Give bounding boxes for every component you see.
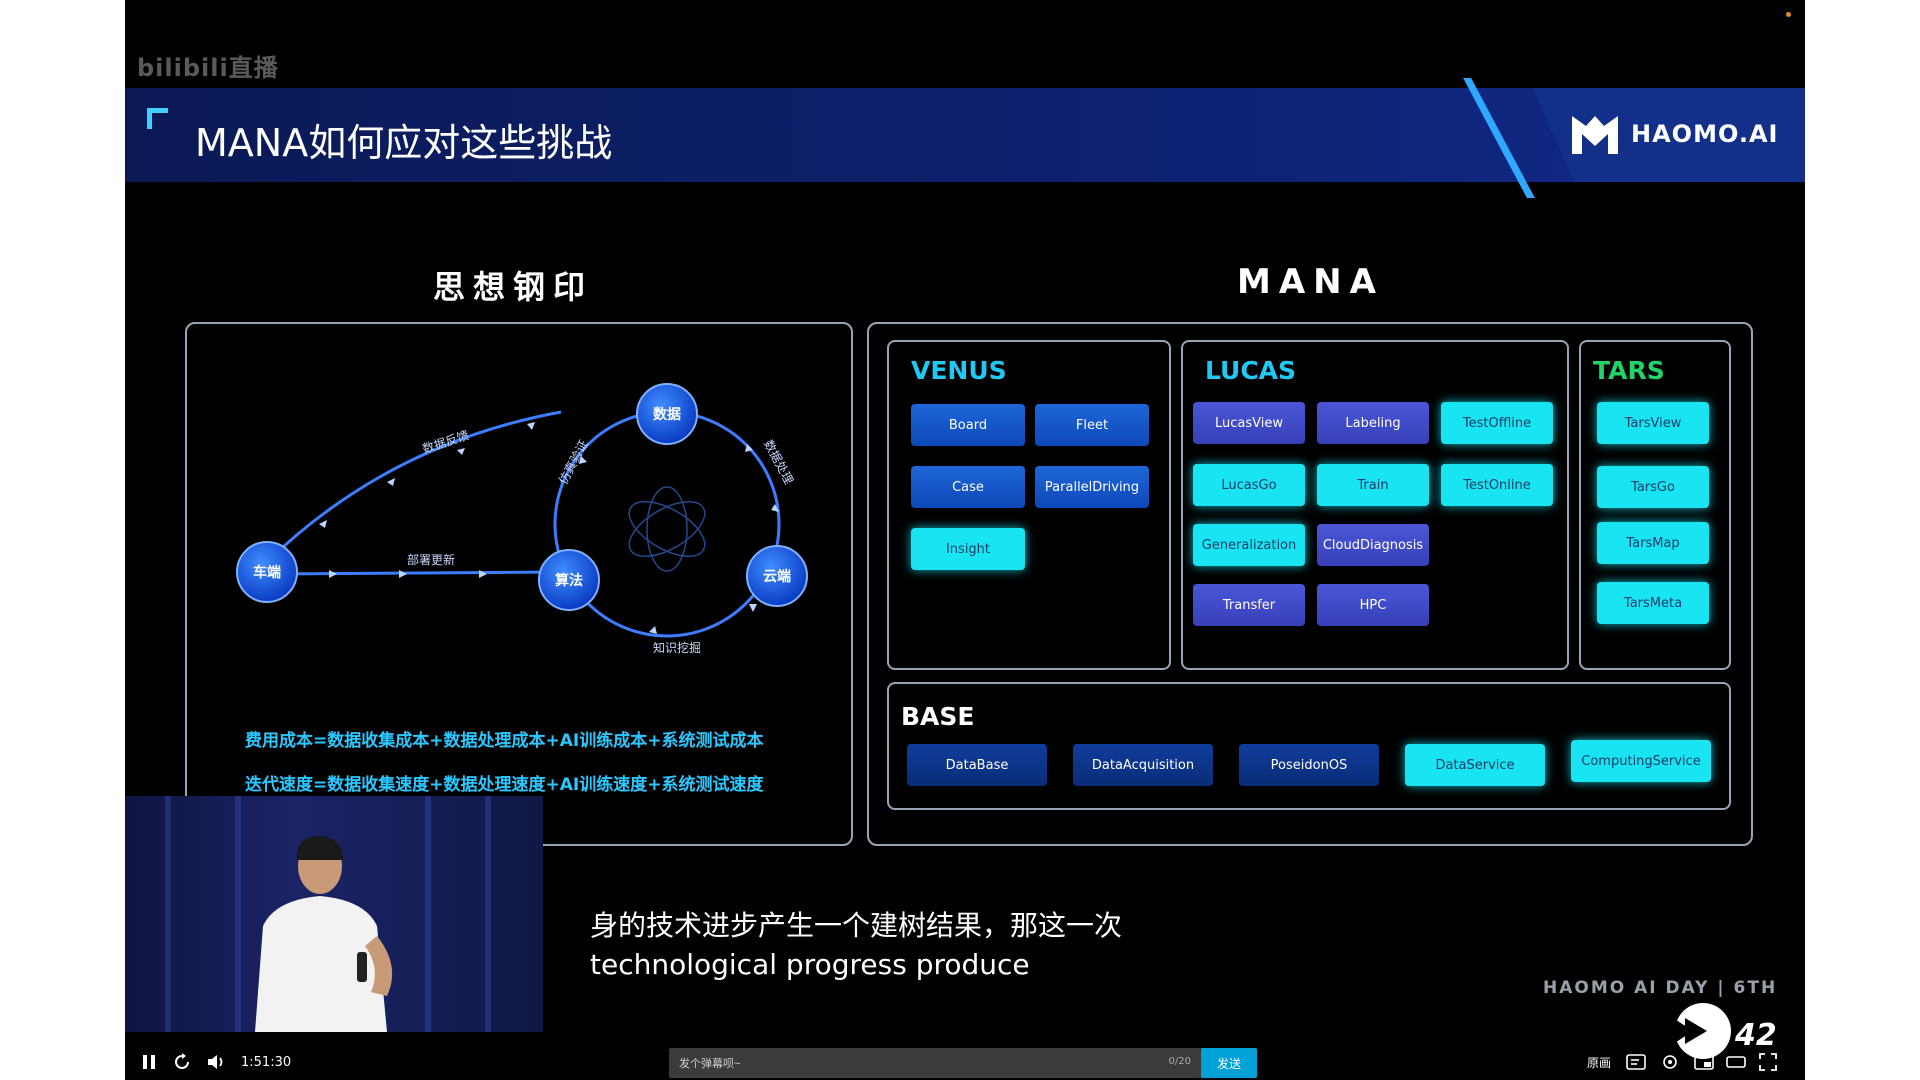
- refresh-icon[interactable]: [171, 1052, 193, 1072]
- live-indicator-dot: [1786, 12, 1791, 17]
- chip-dataservice: DataService: [1405, 744, 1545, 786]
- speed-formula: 迭代速度=数据收集速度+数据处理速度+AI训练速度+系统测试速度: [245, 775, 764, 795]
- subtitle-line-2: technological progress produce: [590, 948, 1030, 981]
- chip-computingservice: ComputingService: [1571, 740, 1711, 782]
- danmaku-char-count: 0/20: [1168, 1056, 1191, 1067]
- chip-tarsgo: TarsGo: [1597, 466, 1709, 508]
- fullscreen-icon[interactable]: [1757, 1052, 1779, 1072]
- slide-title: MANA如何应对这些挑战: [195, 121, 613, 165]
- chip-lucasgo: LucasGo: [1193, 464, 1305, 506]
- chip-insight: Insight: [911, 528, 1025, 570]
- lucas-module: LUCAS LucasView Labeling TestOffline Luc…: [1181, 340, 1569, 670]
- video-stage[interactable]: bilibili直播 MANA如何应对这些挑战 HAOMO.AI 思想钢印 MA…: [125, 0, 1805, 1080]
- bilibili-live-watermark: bilibili直播: [137, 54, 279, 82]
- node-label-data: 数据: [653, 406, 681, 423]
- chip-testoffline: TestOffline: [1441, 402, 1553, 444]
- data-loop-diagram: 数据 车端 算法 云端 数据反馈 部署更新 仿真验证 数据处理 知识挖掘: [236, 383, 808, 655]
- chip-parallel-driving: ParallelDriving: [1035, 466, 1149, 508]
- banner-divider: [1463, 78, 1535, 198]
- overlay-number: 42: [1735, 1018, 1777, 1053]
- node-label-algorithm: 算法: [555, 572, 583, 589]
- chip-tarsmeta: TarsMeta: [1597, 582, 1709, 624]
- node-label-vehicle: 车端: [253, 564, 281, 581]
- chip-tarsview: TarsView: [1597, 402, 1709, 444]
- node-label-cloud: 云端: [763, 568, 791, 585]
- cost-formula: 费用成本=数据收集成本+数据处理成本+AI训练成本+系统测试成本: [245, 731, 764, 751]
- mana-panel: [867, 322, 1753, 846]
- pause-icon[interactable]: [139, 1052, 159, 1072]
- left-section-title: 思想钢印: [433, 268, 594, 306]
- thought-stamp-panel: 数据 车端 算法 云端 数据反馈 部署更新 仿真验证 数据处理 知识挖掘: [185, 322, 853, 846]
- tars-module: TARS TarsView TarsGo TarsMap TarsMeta: [1579, 340, 1731, 670]
- danmaku-box: 0/20: [669, 1048, 1201, 1080]
- cycle-node-algorithm: [538, 549, 600, 611]
- cycle-node-data: [636, 383, 698, 445]
- chip-labeling: Labeling: [1317, 402, 1429, 444]
- slide-banner: MANA如何应对这些挑战 HAOMO.AI: [125, 78, 1805, 198]
- arrow-label-data-process: 数据处理: [761, 437, 797, 486]
- subtitle-line-1: 身的技术进步产生一个建树结果，那这一次: [590, 909, 1123, 942]
- right-section-title: MANA: [1237, 262, 1384, 302]
- event-tag: HAOMO AI DAY | 6TH: [1543, 978, 1778, 998]
- brand-name: HAOMO.AI: [1631, 120, 1779, 148]
- speaker-video-inset: [125, 796, 543, 1032]
- danmaku-settings-icon[interactable]: [1659, 1052, 1681, 1072]
- widescreen-icon[interactable]: [1725, 1052, 1747, 1072]
- live-overlay-logo-icon: [1667, 1003, 1731, 1059]
- corner-bracket-icon: [147, 108, 168, 129]
- chip-testonline: TestOnline: [1441, 464, 1553, 506]
- quality-selector[interactable]: 原画: [1587, 1055, 1612, 1070]
- venus-module: VENUS Board Fleet Case ParallelDriving I…: [887, 340, 1171, 670]
- base-title: BASE: [901, 702, 975, 731]
- chip-train: Train: [1317, 464, 1429, 506]
- chip-generalization: Generalization: [1193, 524, 1305, 566]
- venus-title: VENUS: [911, 356, 1007, 385]
- chip-board: Board: [911, 404, 1025, 446]
- cycle-node-cloud: [746, 545, 808, 607]
- player-controls: 1:51:30 0/20 发送 原画: [125, 1042, 1805, 1080]
- chip-fleet: Fleet: [1035, 404, 1149, 446]
- play-time: 1:51:30: [241, 1054, 292, 1070]
- speaker-figure: [255, 836, 393, 1032]
- chip-database: DataBase: [907, 744, 1047, 786]
- chip-dataacquisition: DataAcquisition: [1073, 744, 1213, 786]
- danmaku-input[interactable]: [677, 1048, 1121, 1080]
- chip-lucasview: LucasView: [1193, 402, 1305, 444]
- chip-poseidonos: PoseidonOS: [1239, 744, 1379, 786]
- arrow-label-deploy-update: 部署更新: [407, 552, 455, 567]
- danmaku-toggle-icon[interactable]: [1625, 1052, 1647, 1072]
- base-module: BASE DataBase DataAcquisition PoseidonOS…: [887, 682, 1731, 810]
- send-danmaku-button[interactable]: 发送: [1201, 1048, 1257, 1078]
- arrow-label-knowledge-mining: 知识挖掘: [653, 640, 701, 655]
- cycle-node-vehicle: [236, 541, 298, 603]
- chip-hpc: HPC: [1317, 584, 1429, 626]
- haomo-logo-icon: [1572, 116, 1618, 154]
- lucas-title: LUCAS: [1205, 356, 1297, 385]
- volume-icon[interactable]: [205, 1052, 227, 1072]
- chip-case: Case: [911, 466, 1025, 508]
- chip-transfer: Transfer: [1193, 584, 1305, 626]
- tars-title: TARS: [1593, 356, 1665, 385]
- pip-icon[interactable]: [1693, 1052, 1715, 1072]
- chip-clouddiagnosis: CloudDiagnosis: [1317, 524, 1429, 566]
- chip-tarsmap: TarsMap: [1597, 522, 1709, 564]
